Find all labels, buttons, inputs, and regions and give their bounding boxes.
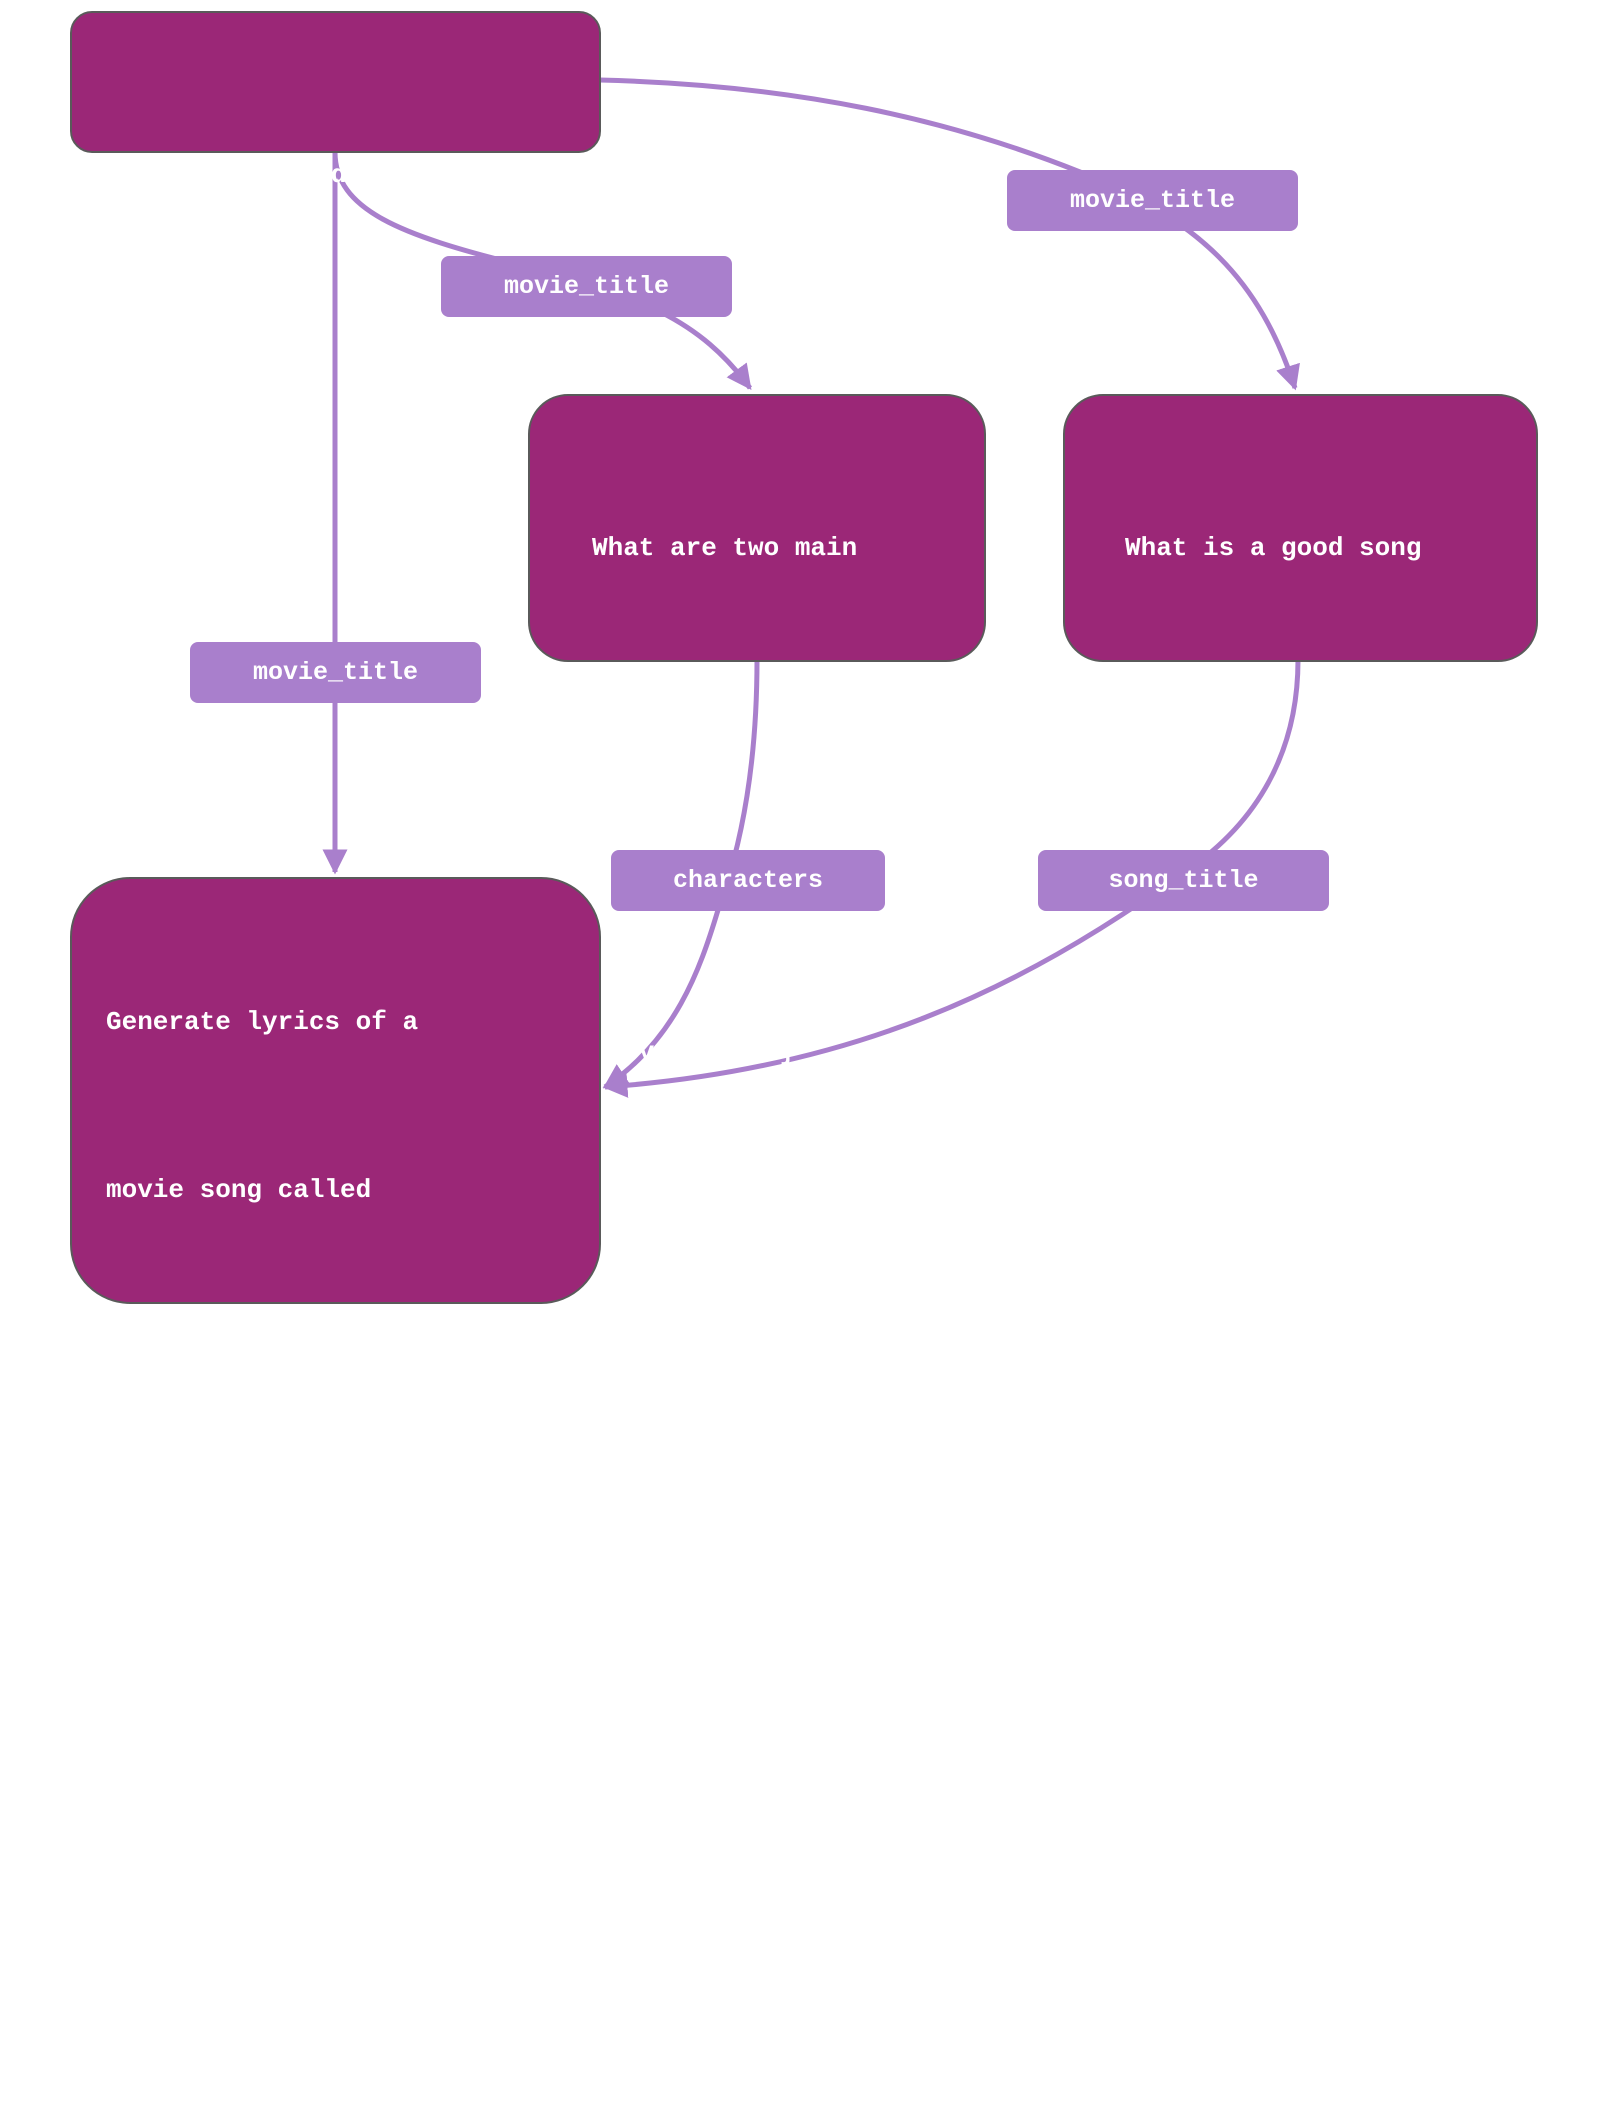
edge-label-title-to-song: movie_title [1007,170,1298,231]
node-song-title-prompt: What is a good song title of a soundtrac… [1063,394,1538,1067]
node-line: {song_title}. [106,1343,309,1373]
edge-label-characters-to-lyrics: characters [611,850,885,911]
node-line: What are two main [592,533,858,563]
node-characters-prompt: What are two main characters for a movie… [528,394,986,1067]
edge-label-title-to-characters: movie_title [441,256,732,317]
node-line: The movie’s title [106,1511,372,1541]
node-lyrics-prompt: Generate lyrics of a movie song called {… [70,877,601,2045]
node-line: Generate lyrics of a [106,1007,419,1037]
node-line: title of a soundtrack [1125,701,1453,731]
node-line: main characters are: [106,1847,419,1877]
edge-song-to-lyrics [602,659,1301,1098]
edge-title-to-song [599,77,1300,391]
node-line: characters for a [592,701,842,731]
node-line: {movie_title}? [1125,1037,1344,1067]
node-line: {movie_title} [592,1037,795,1067]
node-line: is{movie_title} and the [106,1679,465,1709]
node-movie-title-prompt: What is a good title for a movie about {… [70,11,601,358]
node-line: What is a good title for [128,160,503,190]
flow-diagram-edges [322,77,1301,1098]
edge-label-song-to-lyrics: song_title [1038,850,1329,911]
node-line: {characters} [106,2015,294,2045]
edge-label-title-to-lyrics: movie_title [190,642,481,703]
node-line: a movie about {topic}? [128,328,472,358]
node-line: movie song called [106,1175,372,1205]
node-line: What is a good song [1125,533,1422,563]
